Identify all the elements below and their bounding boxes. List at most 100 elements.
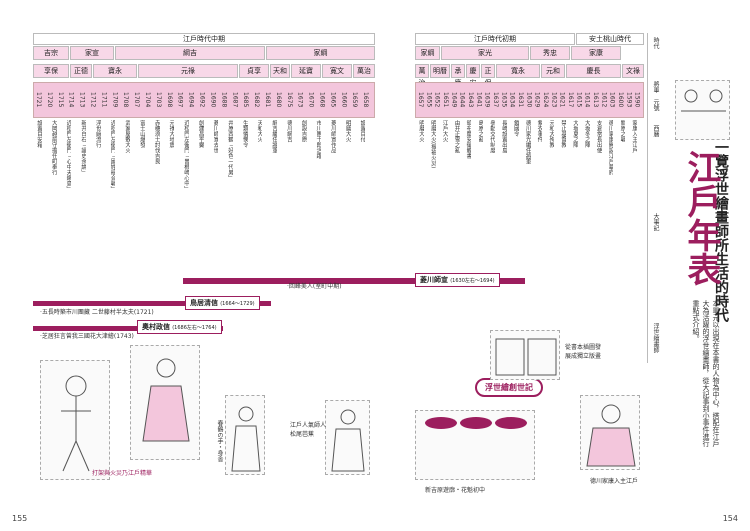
year-cell: 1687: [231, 92, 239, 108]
page-number-right: 154: [722, 514, 738, 523]
event-entry: 生類憐憫令: [241, 120, 248, 148]
year-cell: 1692: [198, 92, 206, 108]
shogun-cell: 家宣: [70, 46, 114, 60]
caption-left-2: 江戶人氣師人松尾芭蕉: [290, 422, 327, 438]
side-label-artists: 浮世繪畫師: [652, 323, 659, 353]
umbrella-icon: [425, 417, 527, 429]
year-cell: 1590: [633, 92, 641, 108]
side-label-shogun: 將軍: [652, 81, 659, 93]
year-cell: 1703: [154, 92, 162, 108]
event-entry: 富士山爆發: [138, 120, 145, 148]
event-entry: 赤穗浪士討伐吉良: [153, 120, 160, 164]
era-cell: 正德: [70, 64, 92, 78]
illustration-ieyasu: [580, 395, 640, 470]
event-entry: 新井白石「讀史余論」: [80, 120, 87, 175]
year-cell: 1657: [417, 92, 424, 108]
side-label-column: 時代 將軍 元號 西曆 大事記 浮世繪畫師: [647, 33, 662, 363]
year-cell: 1631: [517, 92, 524, 108]
event-entry: 明曆大火(振袖火災): [429, 120, 436, 169]
side-label-events: 大事記: [652, 213, 659, 231]
intro-text: 本單元以出現在本書的人物為中心，搭配在江戶大為活躍的浮世繪畫師，從大記事到小事件…: [692, 300, 720, 447]
event-entry: 近松門左衛門「國姓爺合戰」: [109, 120, 116, 192]
year-cell: 1621: [558, 92, 566, 108]
event-entry: 大坂冬之陣: [583, 120, 590, 148]
event-entry: 頒布慶安御觸書: [465, 120, 472, 159]
illustration-yoshiwara: [415, 410, 535, 480]
artist-bar-torii: [33, 301, 271, 306]
era-cell: 正保: [481, 64, 495, 87]
year-cell: 1681: [263, 92, 271, 108]
year-cell: 1670: [307, 92, 315, 108]
artist-nameplate-hishikawa: 菱川師宣 (1630左右～1694): [415, 273, 500, 287]
event-entry: 由井正雪之亂: [453, 120, 460, 153]
shogun-cell: 吉宗: [33, 46, 69, 60]
event-entry: 近松門左衛門「曾根崎心中」: [182, 120, 189, 192]
subtitle: 一覽浮世繪畫師所生活的時代: [713, 140, 729, 322]
right-period-title-2: 安土桃山時代: [576, 33, 644, 45]
year-cell: 1623: [550, 92, 558, 108]
event-entry: 德川家康開設江戶幕府: [607, 120, 614, 175]
caption-left-1: 打架與火災乃江戶精華: [92, 470, 153, 477]
illustration-fire-fighter: [40, 360, 110, 480]
year-cell: 1630: [525, 92, 533, 108]
year-cell: 1715: [56, 92, 64, 108]
year-cell: 1639: [483, 92, 491, 108]
event-entry: 島原之亂: [477, 120, 484, 142]
event-entry: 菱川師宣去世: [212, 120, 219, 153]
event-entry: 德川家光繼任將軍: [524, 120, 531, 164]
year-cell: 1682: [253, 92, 261, 108]
year-cell: 1629: [533, 92, 541, 108]
illustration-kabuki: [130, 345, 200, 460]
event-entry: 設置目安箱: [36, 120, 42, 148]
year-cell: 1711: [100, 92, 108, 108]
year-cell: 1651: [442, 92, 449, 108]
era-cell: 寶永: [93, 64, 137, 78]
year-cell: 1644: [458, 92, 466, 108]
year-cell: 1652: [433, 92, 441, 108]
event-entry: 武家屋敷大火: [124, 120, 131, 153]
year-cell: 1698: [165, 92, 173, 108]
era-cell: 寛文: [322, 64, 352, 78]
year-cell: 1635: [500, 92, 508, 108]
era-cell: 萬治: [415, 64, 429, 87]
figure-icon: [142, 358, 190, 442]
era-cell: 享保: [33, 64, 69, 78]
year-cell: 1637: [492, 92, 499, 108]
era-cell: 元祿: [138, 64, 238, 78]
artist-bar-hishikawa: [183, 278, 375, 284]
year-band: [33, 82, 375, 118]
year-cell: 1614: [583, 92, 591, 108]
figure-icon: [331, 409, 365, 472]
year-cell: 1603: [608, 92, 616, 108]
event-entry: 綱吉繼任將軍: [271, 120, 278, 153]
event-entry: 禁止基督教: [560, 120, 567, 148]
year-cell: 1615: [575, 92, 583, 108]
event-entry: 設置目付: [359, 120, 366, 142]
bar-note: ‧芝居狂言曾我三國花大津繪(1743): [40, 333, 134, 340]
year-cell: 1704: [144, 92, 152, 108]
side-label-year: 西曆: [652, 125, 659, 137]
event-entry: 元祿大地震: [168, 120, 175, 148]
figure-icon: [61, 375, 91, 472]
year-band: [415, 82, 644, 118]
era-cell: 明曆: [430, 64, 450, 78]
year-cell: 1613: [592, 92, 599, 108]
side-label-era: 元號: [652, 99, 659, 111]
year-cell: 1659: [351, 92, 359, 108]
right-page: 江戶時代初期 安土桃山時代 家綱 家光 秀忠 家康 萬治 明曆 承應 慶安 正保…: [375, 0, 750, 531]
artist-nameplate-okumura: 奧村政信 (1686左右～1764): [137, 320, 222, 334]
main-title: 江戶年表: [681, 150, 721, 286]
shogun-cell: 家綱: [266, 46, 375, 60]
event-entry: 家康入主江戶: [631, 120, 638, 153]
year-cell: 1655: [425, 92, 433, 108]
year-cell: 1668: [318, 92, 326, 108]
year-cell: 1680: [274, 92, 282, 108]
left-period-title: 江戶時代中期: [33, 33, 375, 45]
event-entry: 近松門左衛門「心中天網島」: [65, 120, 72, 192]
figure-icon: [231, 406, 261, 472]
event-entry: 德川綱吉: [285, 120, 292, 142]
artist-nameplate-torii: 鳥居清信 (1664～1729): [185, 296, 260, 310]
event-entry: 長崎設置出島: [500, 120, 507, 153]
page-number-left: 155: [12, 514, 28, 523]
year-cell: 1690: [209, 92, 217, 108]
